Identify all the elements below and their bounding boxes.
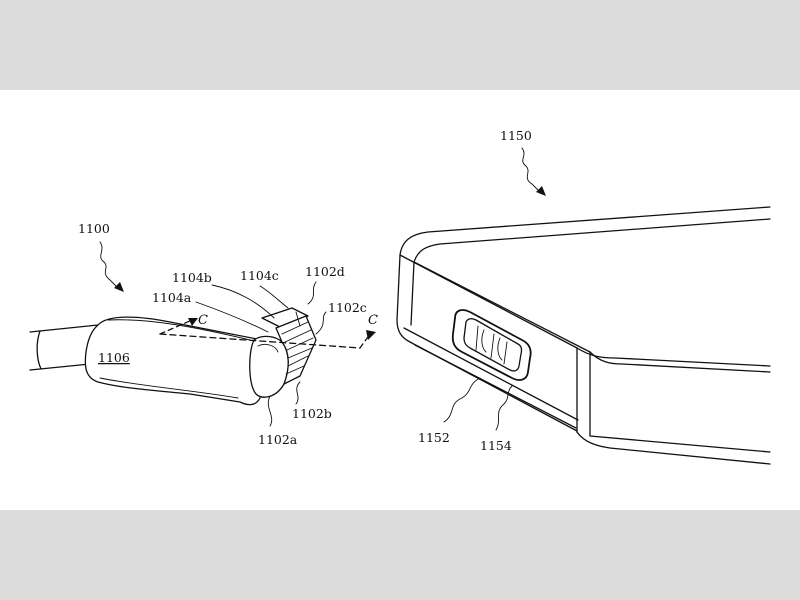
- device-body: [396, 206, 771, 465]
- connector-tip: [249, 307, 317, 398]
- label-1104a: 1104a: [152, 290, 192, 305]
- label-1106: 1106: [98, 350, 130, 365]
- section-line-c: [159, 318, 376, 349]
- cable-1106: [29, 324, 99, 371]
- label-section-c-left: C: [198, 313, 208, 328]
- label-1150: 1150: [500, 128, 532, 143]
- label-1104b: 1104b: [172, 270, 212, 285]
- leader-lines: [99, 147, 546, 431]
- patent-drawing-sheet: [0, 90, 800, 510]
- label-1102a: 1102a: [258, 432, 298, 447]
- label-1102c: 1102c: [328, 300, 367, 315]
- label-1104c: 1104c: [240, 268, 279, 283]
- label-section-c-right: C: [368, 313, 378, 328]
- bottom-gray-band: [0, 510, 800, 600]
- label-1102b: 1102b: [292, 406, 332, 421]
- label-1100: 1100: [78, 221, 110, 236]
- device-port-1152: [451, 309, 532, 381]
- top-gray-band: [0, 0, 800, 90]
- label-1154: 1154: [480, 438, 512, 453]
- label-1152: 1152: [418, 430, 450, 445]
- label-1102d: 1102d: [305, 264, 345, 279]
